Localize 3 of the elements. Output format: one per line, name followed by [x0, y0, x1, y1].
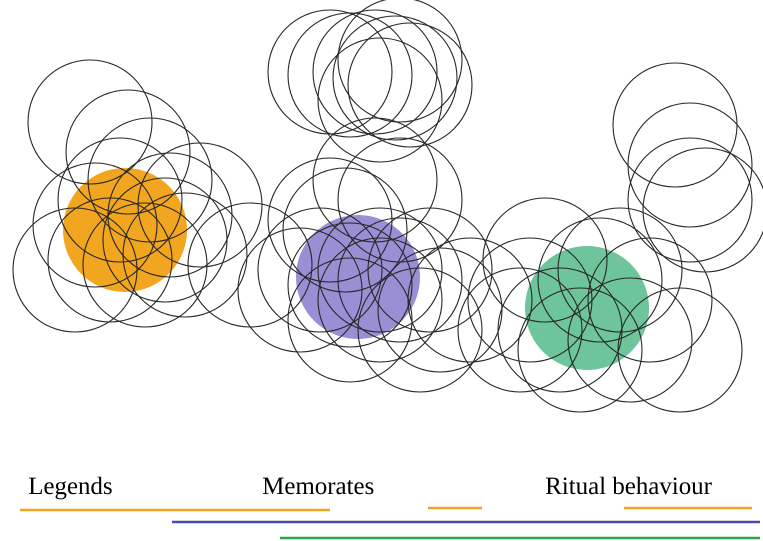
category-label: Legends — [28, 476, 112, 500]
category-label: Memorates — [262, 478, 374, 494]
category-label: Ritual behaviour — [546, 476, 712, 494]
